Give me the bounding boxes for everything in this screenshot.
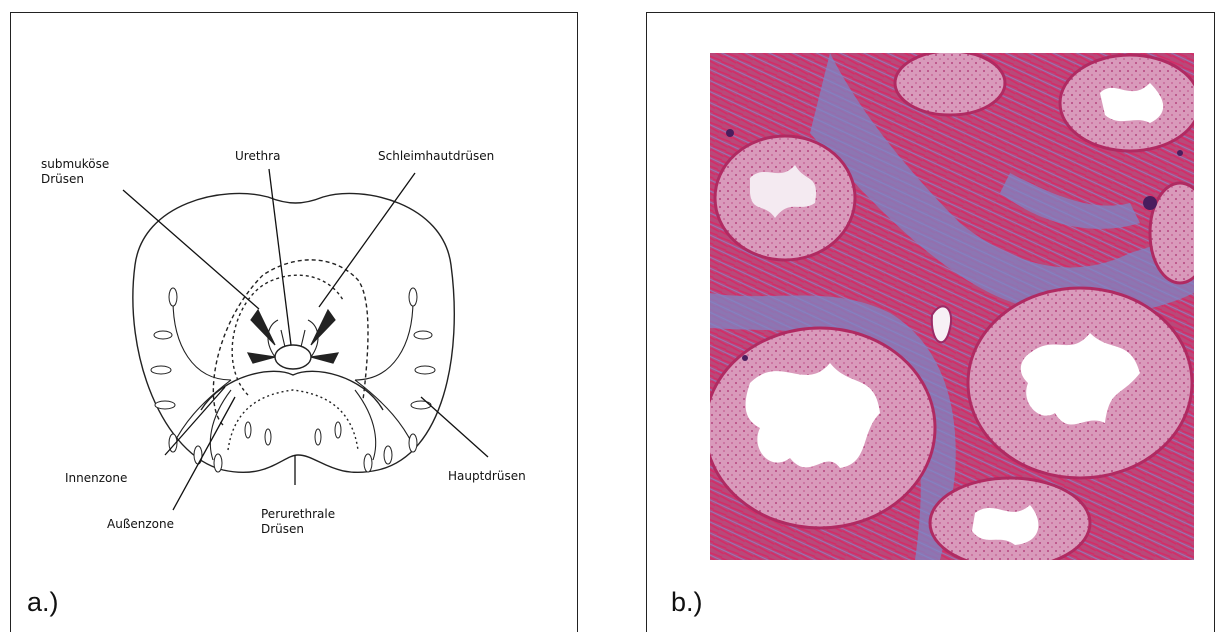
label-submukose: submuköse Drüsen: [41, 157, 109, 187]
caption-a: a.): [27, 587, 59, 618]
diagram-drawing: [23, 125, 563, 567]
panel-b: b.): [646, 12, 1215, 632]
panel-a: submuköse Drüsen Urethra Schleimhautdrüs…: [10, 12, 578, 632]
label-hauptdrusen: Hauptdrüsen: [448, 469, 526, 484]
label-innenzone: Innenzone: [65, 471, 127, 486]
label-aussenzone: Außenzone: [107, 517, 174, 532]
caption-b: b.): [671, 587, 703, 618]
label-perurethrale: Perurethrale Drüsen: [261, 507, 335, 537]
prostate-zone-diagram: submuköse Drüsen Urethra Schleimhautdrüs…: [23, 125, 563, 567]
label-urethra: Urethra: [235, 149, 280, 164]
label-schleimhautdrusen: Schleimhautdrüsen: [378, 149, 494, 164]
micrograph-drawing: [710, 53, 1194, 560]
histology-micrograph: [710, 53, 1194, 560]
